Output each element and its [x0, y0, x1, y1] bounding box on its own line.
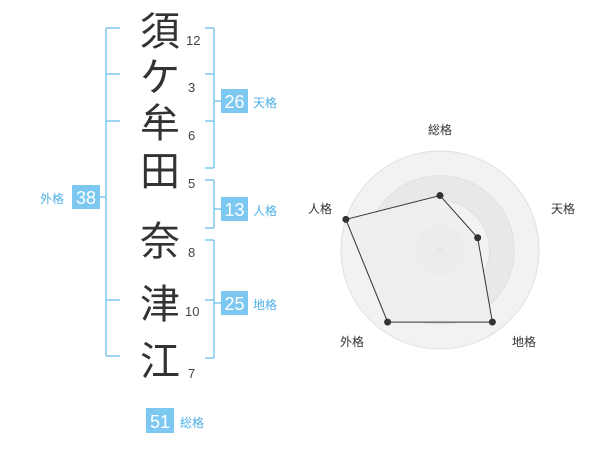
jin-kaku-label: 人格 [253, 203, 277, 218]
chi-kaku-value: 25 [224, 294, 244, 314]
stroke-count: 6 [188, 128, 195, 143]
stroke-count: 10 [185, 304, 199, 319]
name-char: ケ [140, 55, 180, 101]
chi-kaku-box [221, 291, 248, 315]
radar-axis-label: 天格 [551, 201, 575, 216]
name-char: 牟 [140, 101, 180, 147]
radar-point [488, 318, 496, 326]
stroke-count: 12 [186, 33, 200, 48]
name-char: 奈 [140, 219, 180, 265]
stroke-count: 7 [188, 366, 195, 381]
gai-kaku-value: 38 [76, 188, 96, 208]
radar-polygon [345, 194, 493, 323]
ten-kaku-box [221, 89, 248, 113]
gai-kaku-label: 外格 [40, 191, 64, 206]
so-kaku-box [146, 408, 174, 433]
jin-kaku-box [221, 197, 248, 221]
radar-axis-label: 人格 [308, 201, 332, 216]
ten-kaku-label: 天格 [253, 95, 277, 110]
stroke-count: 8 [188, 245, 195, 260]
so-kaku-label: 総格 [180, 415, 204, 430]
radar-axis-label: 総格 [428, 122, 452, 137]
jin-kaku-value: 13 [224, 200, 244, 220]
radar-axis-label: 外格 [340, 334, 364, 349]
bracket-lines [100, 27, 221, 359]
name-char: 須 [140, 9, 180, 55]
name-char: 津 [140, 282, 180, 328]
radar-polygon-group [345, 194, 493, 323]
name-char: 田 [140, 149, 180, 195]
stroke-counts: 12 3 6 5 8 10 7 [185, 33, 200, 381]
jin-kaku-badge: 13 人格 [221, 197, 277, 221]
name-char: 江 [140, 339, 180, 385]
radar-point [384, 318, 392, 326]
stroke-count: 5 [188, 176, 195, 191]
ten-kaku-badge: 26 天格 [221, 89, 277, 113]
chi-kaku-label: 地格 [253, 297, 277, 312]
gai-kaku-box [72, 185, 100, 209]
chi-kaku-badge: 25 地格 [221, 291, 277, 315]
radar-point [342, 215, 350, 223]
radar-chart: 総格 天格 地格 外格 人格 [308, 122, 575, 350]
radar-point [436, 192, 444, 200]
so-kaku-value: 51 [150, 412, 170, 432]
so-kaku-badge: 51 総格 [146, 408, 204, 433]
stroke-count: 3 [188, 80, 195, 95]
name-characters: 須 ケ 牟 田 奈 津 江 [140, 9, 180, 385]
ten-kaku-value: 26 [224, 92, 244, 112]
gai-kaku-badge: 外格 38 [40, 185, 100, 209]
radar-point [474, 234, 482, 242]
radar-axis-labels: 総格 天格 地格 外格 人格 [308, 122, 575, 349]
radar-points [342, 192, 496, 326]
radar-axis-label: 地格 [512, 334, 536, 349]
